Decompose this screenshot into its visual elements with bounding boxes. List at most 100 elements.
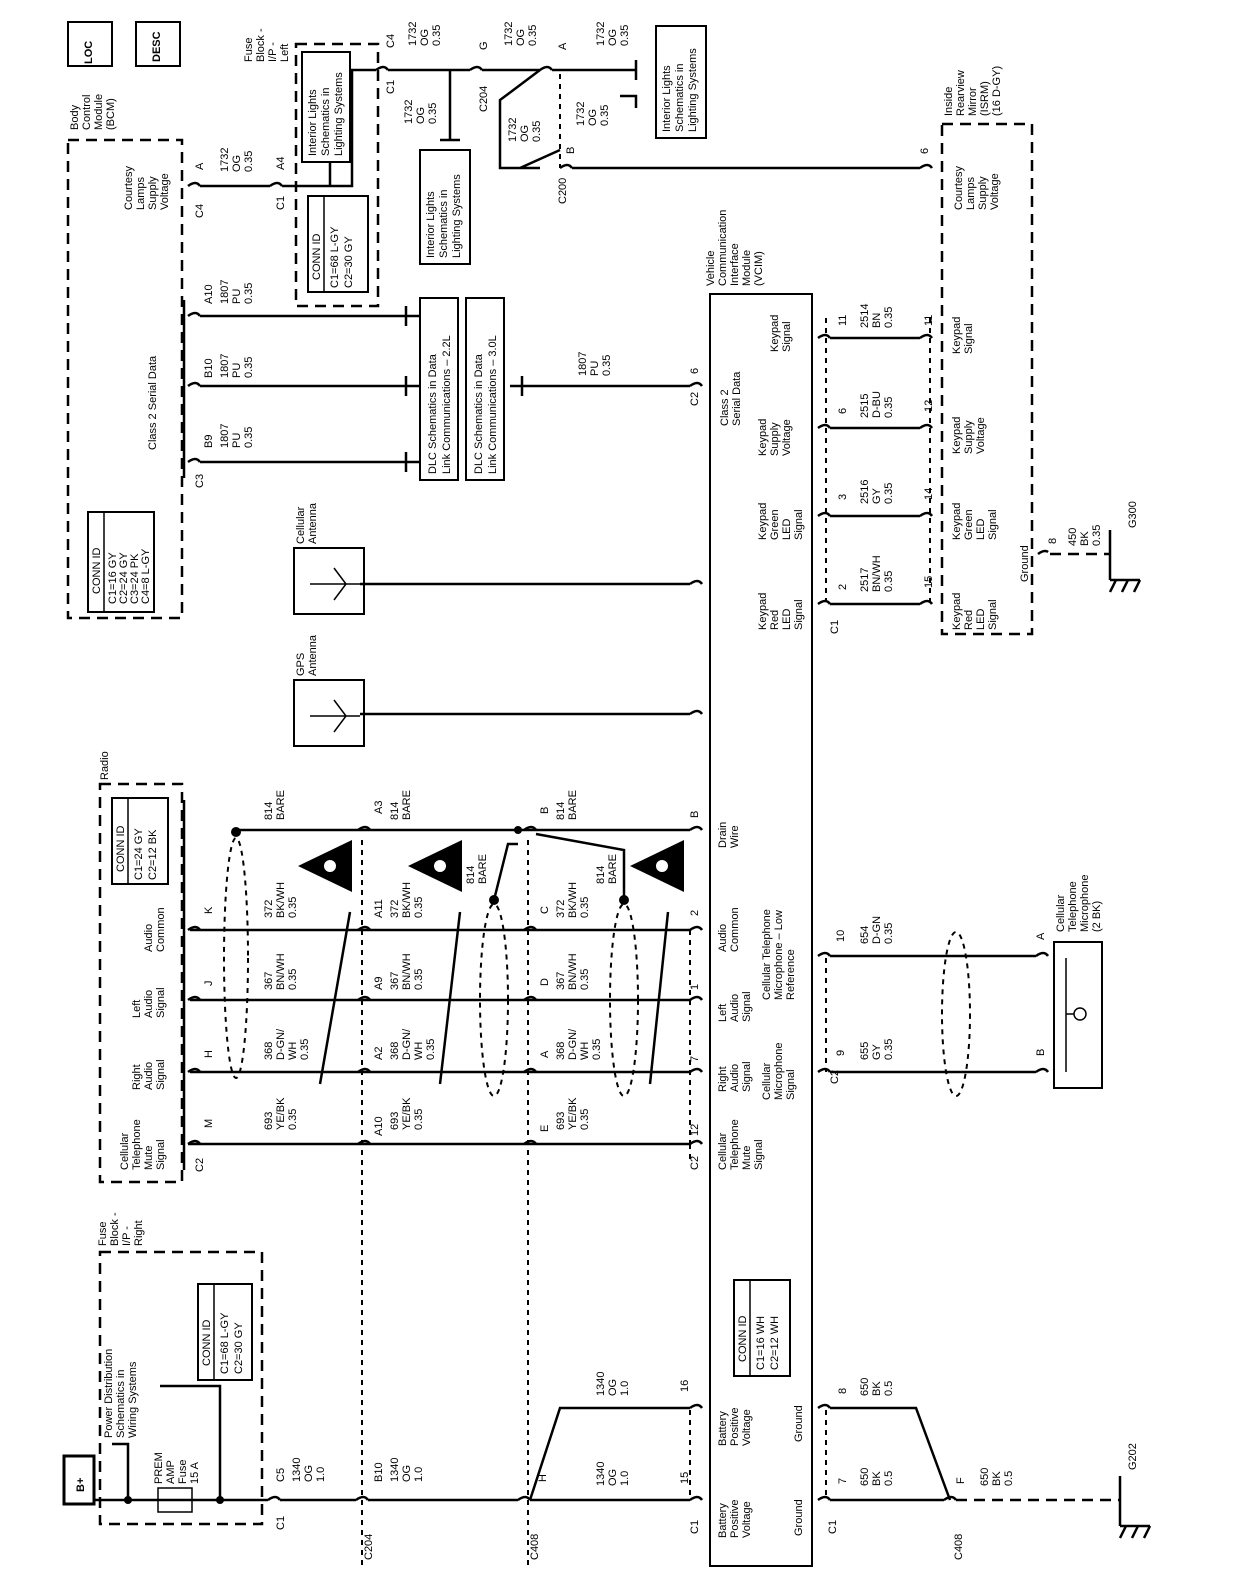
svg-text:YE/BK: YE/BK xyxy=(401,1097,413,1130)
svg-text:1340: 1340 xyxy=(389,1458,401,1482)
locator-icon-label: LOC xyxy=(83,41,95,64)
svg-text:0.35: 0.35 xyxy=(287,969,299,990)
svg-text:Mute: Mute xyxy=(741,1146,753,1170)
svg-text:0.35: 0.35 xyxy=(427,103,439,124)
svg-text:Interior Lights: Interior Lights xyxy=(307,89,319,156)
svg-text:BN/WH: BN/WH xyxy=(401,953,413,990)
vcim-audio-pin: 7 Right Audio Signal xyxy=(689,1056,753,1092)
svg-text:H: H xyxy=(203,1050,215,1058)
cellular-antenna: Cellular Antenna xyxy=(293,502,704,615)
svg-text:1.0: 1.0 xyxy=(315,1467,327,1482)
svg-text:OG: OG xyxy=(607,1469,619,1486)
vcim-conn-id: CONN ID C1=16 WH C2=12 WH xyxy=(733,1279,791,1377)
svg-text:2515: 2515 xyxy=(859,394,871,418)
svg-text:1732: 1732 xyxy=(403,100,415,124)
svg-text:Fuse: Fuse xyxy=(177,1460,189,1484)
svg-text:C4=8 L-GY: C4=8 L-GY xyxy=(140,548,152,604)
svg-text:367: 367 xyxy=(555,972,567,990)
svg-text:Signal: Signal xyxy=(155,987,167,1018)
svg-text:PU: PU xyxy=(231,363,243,378)
svg-text:Voltage: Voltage xyxy=(741,1501,753,1538)
svg-text:Schematics in: Schematics in xyxy=(674,64,686,132)
svg-text:D-BU: D-BU xyxy=(871,391,883,418)
power-b10-label: B10 xyxy=(373,1462,385,1482)
svg-text:OG: OG xyxy=(587,109,599,126)
keypad-signal: 6 Keypad Supply Voltage 2515 D-BU 0.35 1… xyxy=(757,391,987,456)
svg-text:CONN ID: CONN ID xyxy=(201,1320,213,1367)
svg-text:0.35: 0.35 xyxy=(1091,525,1103,546)
svg-text:CONN ID: CONN ID xyxy=(737,1316,749,1363)
svg-text:OG: OG xyxy=(415,107,427,124)
fuse-left-conn-id: CONN ID C1=68 L-GY C2=30 GY xyxy=(307,195,369,293)
svg-text:Audio: Audio xyxy=(717,924,729,952)
svg-text:(BCM): (BCM) xyxy=(105,98,117,130)
svg-text:15: 15 xyxy=(923,576,935,588)
svg-text:A10: A10 xyxy=(203,284,215,304)
splice-b-label: B xyxy=(565,147,577,154)
svg-text:Wiring Systems: Wiring Systems xyxy=(127,1361,139,1438)
svg-text:Module: Module xyxy=(93,94,105,130)
svg-text:Voltage: Voltage xyxy=(159,173,171,210)
svg-text:BN/WH: BN/WH xyxy=(275,953,287,990)
splice-c200-wire xyxy=(559,163,934,170)
svg-text:BK: BK xyxy=(871,1471,883,1486)
svg-text:0.35: 0.35 xyxy=(883,307,895,328)
svg-text:Schematics in: Schematics in xyxy=(115,1370,127,1438)
svg-text:372: 372 xyxy=(389,900,401,918)
svg-text:BK: BK xyxy=(1079,531,1091,546)
svg-text:0.35: 0.35 xyxy=(243,283,255,304)
fuse-left-c1-label: C1 xyxy=(275,196,287,210)
vcim-power-pin: 7 Ground xyxy=(793,1478,849,1536)
svg-text:Ground: Ground xyxy=(793,1405,805,1442)
svg-text:0.35: 0.35 xyxy=(287,897,299,918)
fuse-block-left-box xyxy=(294,42,380,308)
svg-text:814: 814 xyxy=(595,866,607,884)
bcm-class2-wires xyxy=(182,300,690,478)
svg-text:B+: B+ xyxy=(75,1478,87,1492)
fuse-left-c1b-label: C1 xyxy=(385,80,397,94)
svg-text:Interface: Interface xyxy=(729,243,741,286)
svg-text:1340: 1340 xyxy=(595,1462,607,1486)
svg-text:10: 10 xyxy=(835,930,847,942)
svg-text:0.35: 0.35 xyxy=(531,121,543,142)
vcim-audio-pin: 2 Audio Common xyxy=(689,907,741,952)
description-icon[interactable]: DESC xyxy=(135,21,181,67)
svg-text:D: D xyxy=(539,978,551,986)
svg-text:Red: Red xyxy=(963,610,975,630)
svg-text:0.35: 0.35 xyxy=(883,1039,895,1060)
bcm-courtesy-label: Courtesy Lamps Supply Voltage xyxy=(123,165,171,210)
svg-text:368: 368 xyxy=(263,1042,275,1060)
svg-text:C3=24 PK: C3=24 PK xyxy=(129,553,141,604)
fuse-left-a4-label: A4 xyxy=(275,157,287,170)
svg-text:450: 450 xyxy=(1067,528,1079,546)
svg-text:Drain: Drain xyxy=(717,822,729,848)
svg-text:OG: OG xyxy=(303,1465,315,1482)
radio-pin: J Left Audio Signal 367 BN/WH 0.35 xyxy=(131,953,299,1018)
svg-text:Audio: Audio xyxy=(729,994,741,1022)
svg-text:WH: WH xyxy=(579,1042,591,1060)
svg-text:Keypad: Keypad xyxy=(951,503,963,540)
svg-text:Keypad: Keypad xyxy=(951,317,963,354)
vcim-power-pin: 16 Battery Positive Voltage xyxy=(679,1380,753,1446)
svg-text:12: 12 xyxy=(923,400,935,412)
svg-text:3: 3 xyxy=(837,494,849,500)
svg-text:Battery: Battery xyxy=(717,1411,729,1446)
svg-text:BN/WH: BN/WH xyxy=(871,555,883,592)
mirror-courtesy-label: Courtesy Lamps Supply Voltage xyxy=(953,165,1001,210)
power-wire-b10: 1340 OG 1.0 xyxy=(389,1458,425,1482)
svg-text:0.5: 0.5 xyxy=(1003,1471,1015,1486)
svg-text:I/P -: I/P - xyxy=(121,1226,133,1246)
svg-text:654: 654 xyxy=(859,926,871,944)
locator-icon[interactable]: LOC xyxy=(67,21,113,67)
svg-text:Interior Lights: Interior Lights xyxy=(425,191,437,258)
svg-text:1807: 1807 xyxy=(577,352,589,376)
svg-text:Positive: Positive xyxy=(729,1499,741,1538)
power-wire-c5: 1340 OG 1.0 xyxy=(291,1458,327,1482)
ground-g202-label: G202 xyxy=(1127,1443,1139,1470)
svg-text:0.35: 0.35 xyxy=(883,397,895,418)
svg-text:Block -: Block - xyxy=(255,28,267,62)
svg-text:Fuse: Fuse xyxy=(97,1222,109,1246)
svg-text:Signal: Signal xyxy=(793,599,805,630)
svg-text:Reference: Reference xyxy=(785,949,797,1000)
interior-lights-ref-b: Interior Lights Schematics in Lighting S… xyxy=(655,25,707,139)
